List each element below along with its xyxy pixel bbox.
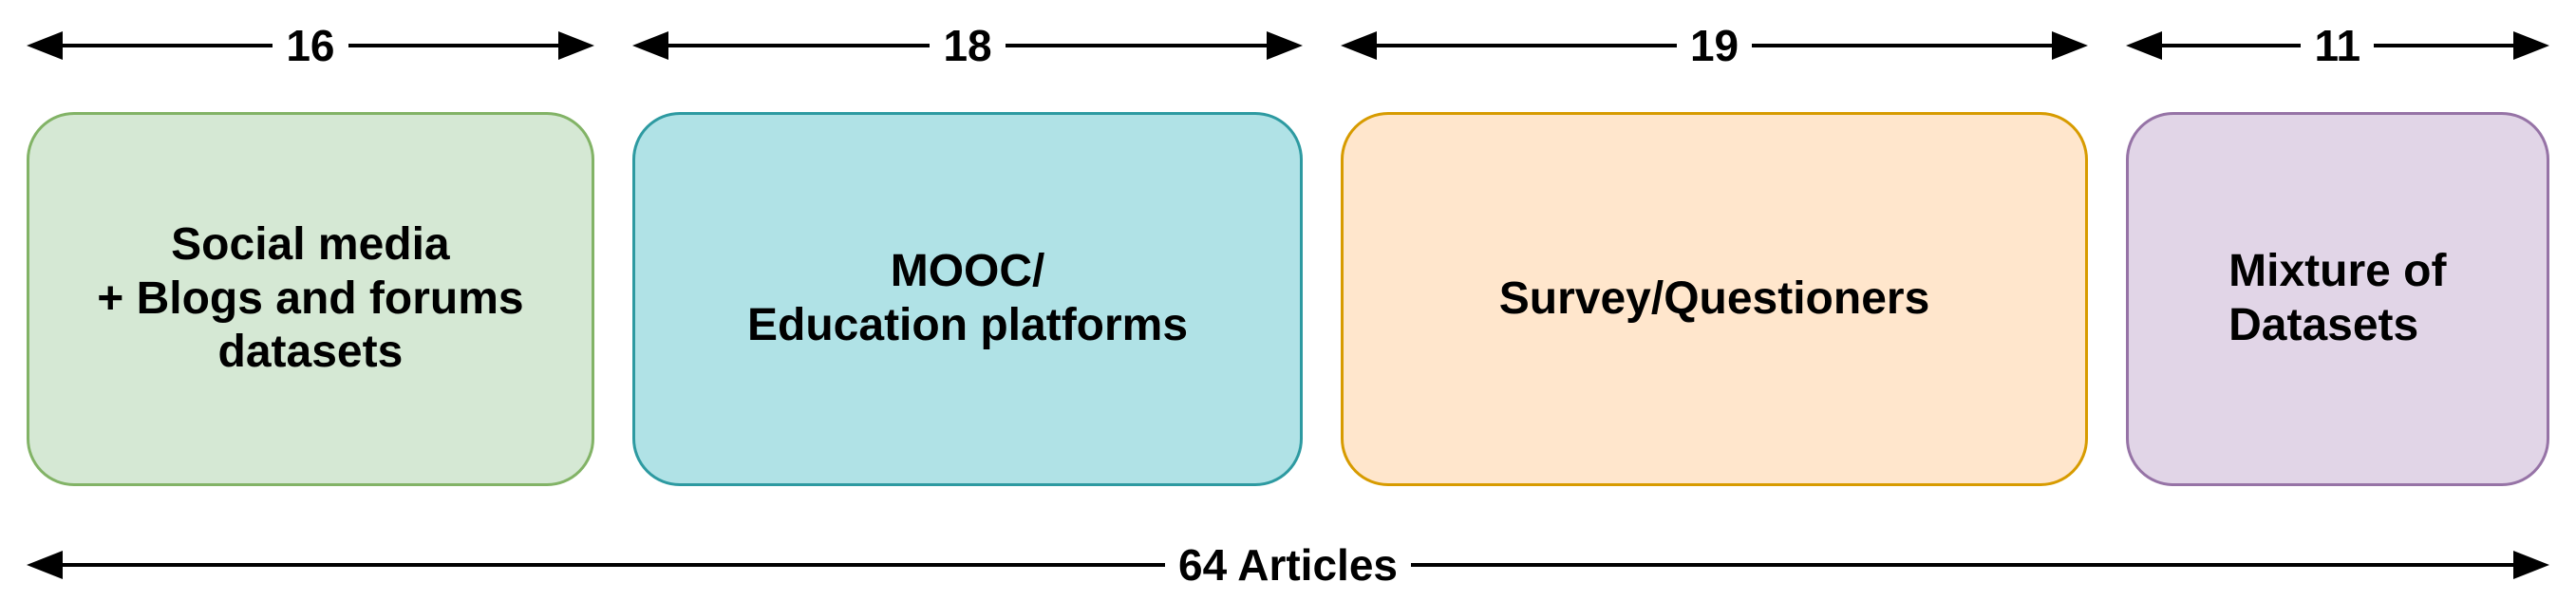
arrow-line [1411, 563, 2513, 567]
label-line: Mixture of [2228, 246, 2447, 297]
category-box-label: MOOC/ Education platforms [747, 245, 1188, 352]
arrow-line [2374, 44, 2513, 47]
arrow-line [63, 563, 1165, 567]
total-articles-arrow: 64 Articles [27, 536, 2549, 593]
category-column-survey: 19 Survey/Questioners [1341, 17, 2088, 486]
category-columns: 16 Social media + Blogs and forums datas… [27, 17, 2549, 486]
arrow-line [348, 44, 558, 47]
arrowhead-right-icon [557, 31, 594, 60]
arrowhead-left-icon [27, 551, 63, 579]
count-label: 18 [943, 21, 992, 70]
count-arrow-mooc: 18 [631, 17, 1304, 74]
count-arrow-mixture: 11 [2125, 17, 2549, 74]
category-box-label: Mixture of Datasets [2228, 245, 2446, 352]
arrow-line [1005, 44, 1268, 47]
arrow-line [63, 44, 273, 47]
arrow-line [668, 44, 931, 47]
label-line: Education platforms [747, 300, 1189, 350]
label-line: datasets [217, 327, 404, 378]
arrowhead-right-icon [2513, 551, 2549, 579]
count-label: 19 [1689, 21, 1739, 70]
count-label: 16 [286, 21, 335, 70]
category-box-label: Survey/Questioners [1499, 272, 1930, 327]
category-column-mixture: 11 Mixture of Datasets [2125, 17, 2549, 486]
label-line: Social media [171, 219, 450, 271]
category-box-label: Social media + Blogs and forums datasets [97, 218, 523, 380]
label-line: Datasets [2228, 300, 2419, 350]
arrowhead-left-icon [27, 31, 63, 60]
arrow-line [2161, 44, 2302, 47]
arrow-line [1752, 44, 2052, 47]
arrowhead-left-icon [1341, 31, 1378, 60]
count-arrow-social-media: 16 [27, 17, 594, 74]
total-articles-label: 64 Articles [1178, 540, 1398, 590]
category-box-mixture: Mixture of Datasets [2125, 112, 2549, 486]
label-line: MOOC/ [890, 246, 1045, 297]
category-column-social-media: 16 Social media + Blogs and forums datas… [27, 17, 594, 486]
arrow-line [1377, 44, 1677, 47]
label-line: Survey/Questioners [1498, 272, 1930, 324]
arrowhead-right-icon [2513, 31, 2549, 60]
count-label: 11 [2314, 21, 2361, 70]
arrowhead-left-icon [2125, 31, 2162, 60]
category-box-social-media: Social media + Blogs and forums datasets [27, 112, 594, 486]
category-column-mooc: 18 MOOC/ Education platforms [631, 17, 1304, 486]
count-arrow-survey: 19 [1341, 17, 2088, 74]
arrowhead-left-icon [631, 31, 668, 60]
category-box-mooc: MOOC/ Education platforms [631, 112, 1304, 486]
arrowhead-right-icon [2051, 31, 2088, 60]
label-line: + Blogs and forums [97, 272, 524, 324]
arrowhead-right-icon [1267, 31, 1304, 60]
category-box-survey: Survey/Questioners [1341, 112, 2088, 486]
